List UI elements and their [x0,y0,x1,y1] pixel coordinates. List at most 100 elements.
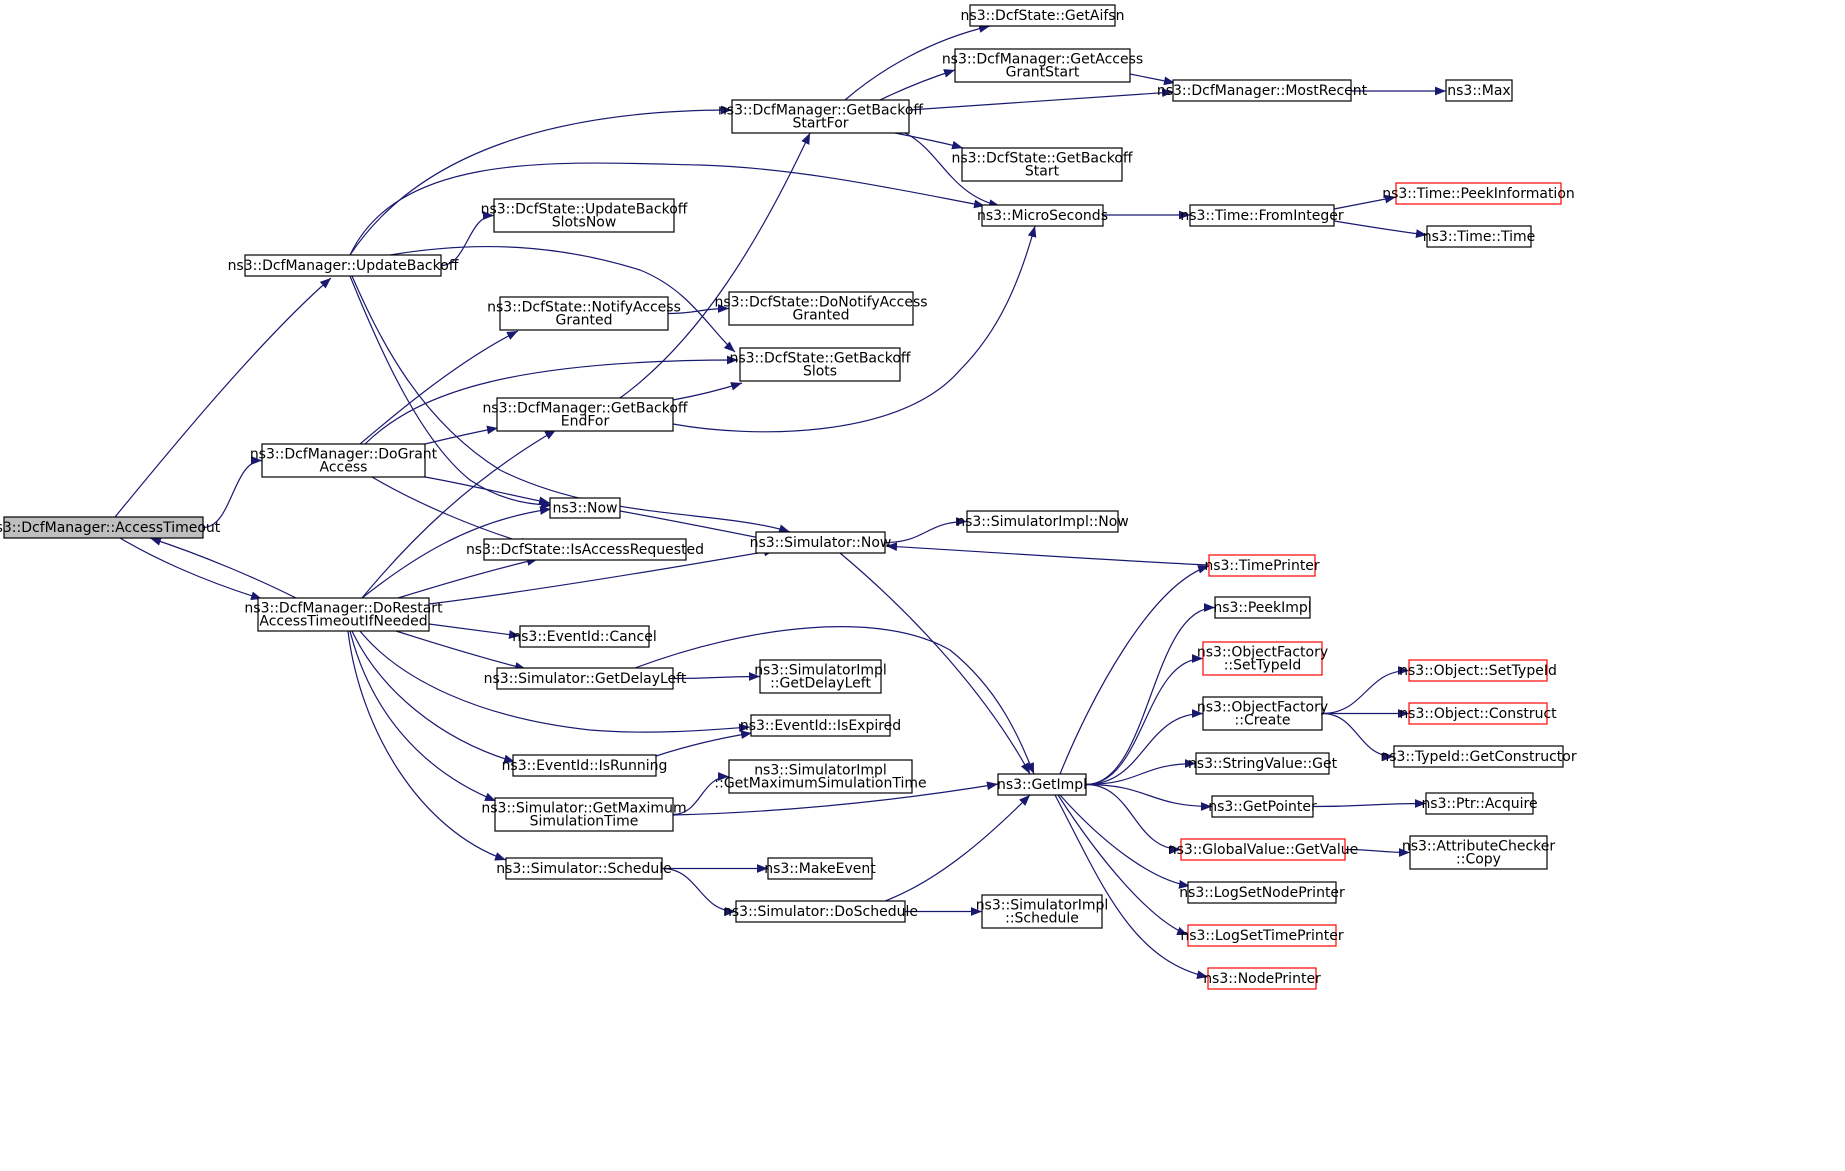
node-label: GrantStart [1006,65,1080,81]
edge-layer [114,24,1446,979]
edge-notifyAccess-to-doNotify [667,304,730,315]
edge-getImpl-to-getPointer [1085,783,1213,811]
node-label: ns3::DcfManager::GetBackoff [718,103,923,119]
graph-node-gvGetValue[interactable]: ns3::GlobalValue::GetValue [1168,838,1358,861]
node-box [261,443,426,478]
graph-node-ofSetTypeId[interactable]: ns3::ObjectFactory::SetTypeId [1197,641,1328,676]
edge-getBackoffStartFor-to-getAccessGrantStart [879,69,956,101]
node-label: ns3::Simulator::Now [750,535,892,551]
node-box [3,516,204,539]
graph-node-getImpl[interactable]: ns3::GetImpl [997,773,1087,796]
graph-node-stringValueGet[interactable]: ns3::StringValue::Get [1188,752,1338,775]
graph-node-implGetMaxSim[interactable]: ns3::SimulatorImpl::GetMaximumSimulation… [714,759,927,794]
graph-node-makeEvent[interactable]: ns3::MakeEvent [764,857,876,880]
graph-node-implSchedule[interactable]: ns3::SimulatorImpl::Schedule [976,894,1109,929]
node-label: ns3::DcfManager::MostRecent [1157,83,1368,99]
node-label: ns3::DcfState::DoNotifyAccess [714,295,927,311]
graph-node-doRestart[interactable]: ns3::DcfManager::DoRestartAccessTimeoutI… [244,597,443,632]
graph-node-nodePrinter[interactable]: ns3::NodePrinter [1203,967,1321,990]
graph-node-implGetDelayLeft[interactable]: ns3::SimulatorImpl::GetDelayLeft [754,659,887,694]
edge-doRestart-to-simNow [428,547,776,605]
node-label: ::Schedule [1005,911,1079,927]
graph-node-schedule[interactable]: ns3::Simulator::Schedule [496,857,672,880]
graph-node-getConstructor[interactable]: ns3::TypeId::GetConstructor [1380,745,1577,768]
graph-node-updBackoff[interactable]: ns3::DcfManager::UpdateBackoff [228,254,459,277]
graph-node-getAifsn[interactable]: ns3::DcfState::GetAifsn [961,4,1125,27]
graph-node-logSetNodePrinter[interactable]: ns3::LogSetNodePrinter [1179,881,1345,904]
node-label: ns3::DcfState::GetBackoff [951,151,1132,167]
graph-node-isAccessReq[interactable]: ns3::DcfState::IsAccessRequested [466,538,704,561]
graph-node-objConstruct[interactable]: ns3::Object::Construct [1399,702,1557,725]
node-box [519,625,650,648]
node-label: ns3::SimulatorImpl [754,663,887,679]
node-label: ::Copy [1456,852,1501,868]
node-label: EndFor [561,414,610,430]
edge-getBackoffStartFor-to-getAifsn [844,24,991,101]
node-box [494,797,674,832]
graph-node-now[interactable]: ns3::Now [549,497,621,519]
edge-ofCreate-to-objSetTypeId [1321,666,1410,715]
graph-node-getDelayLeft[interactable]: ns3::Simulator::GetDelayLeft [484,667,687,690]
graph-node-ptrAcquire[interactable]: ns3::Ptr::Acquire [1421,792,1538,815]
node-box [755,531,886,554]
graph-node-isRunning[interactable]: ns3::EventId::IsRunning [502,754,668,777]
graph-node-timeTime[interactable]: ns3::Time::Time [1423,225,1535,248]
node-label: ns3::SimulatorImpl [754,763,887,779]
node-box [493,198,675,233]
graph-node-objSetTypeId[interactable]: ns3::Object::SetTypeId [1399,659,1557,682]
graph-node-timePrinter[interactable]: ns3::TimePrinter [1204,554,1320,577]
graph-node-peekImpl[interactable]: ns3::PeekImpl [1213,596,1312,619]
edge-doRestart-to-getMaxSim [349,630,497,802]
graph-node-mostRecent[interactable]: ns3::DcfManager::MostRecent [1157,79,1368,102]
graph-node-doSchedule[interactable]: ns3::Simulator::DoSchedule [723,900,918,923]
edge-getImpl-to-timePrinter [1059,565,1210,775]
node-label: ns3::Simulator::GetDelayLeft [484,671,687,687]
node-label: SlotsNow [552,215,617,231]
edge-now-to-simNow [619,510,771,543]
graph-node-fromInteger[interactable]: ns3::Time::FromInteger [1180,204,1344,227]
edge-fromInteger-to-timeTime [1333,220,1428,239]
node-box [1211,795,1314,818]
graph-node-logSetTimePrinter[interactable]: ns3::LogSetTimePrinter [1180,924,1344,947]
graph-node-max[interactable]: ns3::Max [1445,79,1513,102]
node-label: ::SetTypeId [1224,658,1302,674]
graph-node-attrCheckerCopy[interactable]: ns3::AttributeChecker::Copy [1402,835,1556,870]
edge-getImpl-to-nodePrinter [1054,794,1209,979]
graph-node-microSeconds[interactable]: ns3::MicroSeconds [977,204,1108,227]
node-box [1426,225,1532,248]
graph-node-isExpired[interactable]: ns3::EventId::IsExpired [740,714,901,737]
graph-node-root[interactable]: ns3::DcfManager::AccessTimeout [0,516,221,539]
graph-node-getPointer[interactable]: ns3::GetPointer [1208,795,1317,818]
graph-node-cancel[interactable]: ns3::EventId::Cancel [512,625,657,648]
edge-updBackoff-to-getBackoffStartFor [349,105,733,256]
node-box [1409,835,1548,870]
graph-node-peekInfo[interactable]: ns3::Time::PeekInformation [1382,182,1575,205]
edge-doRestart-to-root [149,537,297,599]
graph-node-ofCreate[interactable]: ns3::ObjectFactory::Create [1197,696,1328,731]
node-label: ns3::DcfManager::AccessTimeout [0,520,221,536]
node-label: ns3::Max [1447,83,1510,99]
node-label: ns3::Time::Time [1423,229,1535,245]
node-box [1445,79,1513,102]
edge-getBackoffStartFor-to-mostRecent [908,88,1174,111]
node-box [549,497,621,519]
node-label: ns3::EventId::IsExpired [740,718,901,734]
edge-getImpl-to-stringValueGet [1085,759,1197,786]
edge-getPointer-to-ptrAcquire [1312,799,1427,808]
node-label: ns3::NodePrinter [1203,971,1321,987]
graph-node-simNow[interactable]: ns3::Simulator::Now [750,531,892,554]
graph-node-implNow[interactable]: ns3::SimulatorImpl::Now [956,510,1129,533]
graph-node-getMaxSim[interactable]: ns3::Simulator::GetMaximumSimulationTime [481,797,687,832]
node-box [966,510,1119,533]
edge-simNow-to-implNow [884,517,968,544]
edge-doRestart-to-schedule [347,630,507,861]
